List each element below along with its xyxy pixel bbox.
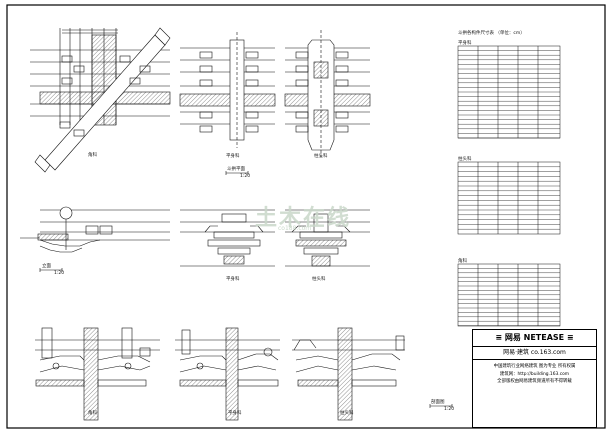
table-1-title: 平身科 [458, 41, 472, 46]
section-mid [175, 327, 280, 421]
label-sec-right: 柱头科 [340, 411, 354, 416]
title-stamp: ≡ 网易 NETEASE ≡ 网易·建筑 co.163.com 中国建筑行业网络… [472, 329, 597, 428]
stamp-site: 网易·建筑 co.163.com [473, 347, 596, 360]
plan-right [284, 30, 371, 160]
watermark: 土木在线 [255, 206, 352, 231]
table-3-rows [458, 268, 560, 326]
table-1-rows [458, 50, 560, 139]
stamp-notes: 中国建筑行业网络建筑 图为专业 所有权属 建筑网：http://building… [473, 360, 596, 427]
stamp-brand: ≡ 网易 NETEASE ≡ [473, 330, 596, 347]
label-sec-mid: 平身科 [228, 411, 242, 416]
label-corner-plan: 角科 [88, 153, 97, 158]
scale-label-1: 斗拱平面 [227, 167, 245, 172]
label-plan-mid: 平身科 [226, 154, 240, 159]
elevation-mid [180, 209, 275, 267]
table-3-grid [457, 263, 561, 327]
scale-ratio-3: 1:20 [444, 407, 455, 412]
elevation-left [20, 206, 170, 253]
label-plan-right: 柱头科 [314, 154, 328, 159]
tables-main-title: 斗拱各构件尺寸表 （单位：cm） [458, 31, 525, 36]
stamp-note-2: 建筑网：http://building.163.com [499, 371, 570, 377]
plan-mid [179, 32, 276, 148]
table-2-title: 柱头科 [458, 157, 472, 162]
scale-bar-2 [39, 268, 63, 272]
scale-ratio-2: 1:20 [54, 271, 65, 276]
section-left [35, 327, 160, 421]
scale-bar-1 [225, 171, 249, 175]
stamp-note-3: 全部版权由网易建筑频道所有不得转载 [497, 379, 572, 384]
watermark-sub: co188.com [278, 225, 312, 232]
sheet-border [6, 4, 606, 429]
label-elev-mid: 平身科 [226, 277, 240, 282]
stamp-note-1: 中国建筑行业网络建筑 图为专业 所有权属 [493, 364, 576, 369]
label-sec-left: 角科 [88, 411, 97, 416]
section-right [292, 327, 405, 421]
scale-label-2: 立面 [42, 264, 51, 269]
scale-bar-3 [429, 404, 453, 408]
corner-plan [30, 27, 171, 173]
table-2-grid [457, 161, 561, 235]
scale-ratio-1: 1:20 [240, 174, 251, 179]
table-2-rows [458, 166, 560, 230]
label-elev-right: 柱头科 [312, 277, 326, 282]
elevation-right [285, 209, 370, 267]
scale-label-3: 剖面图 [431, 400, 445, 405]
table-3-title: 角科 [458, 259, 467, 264]
